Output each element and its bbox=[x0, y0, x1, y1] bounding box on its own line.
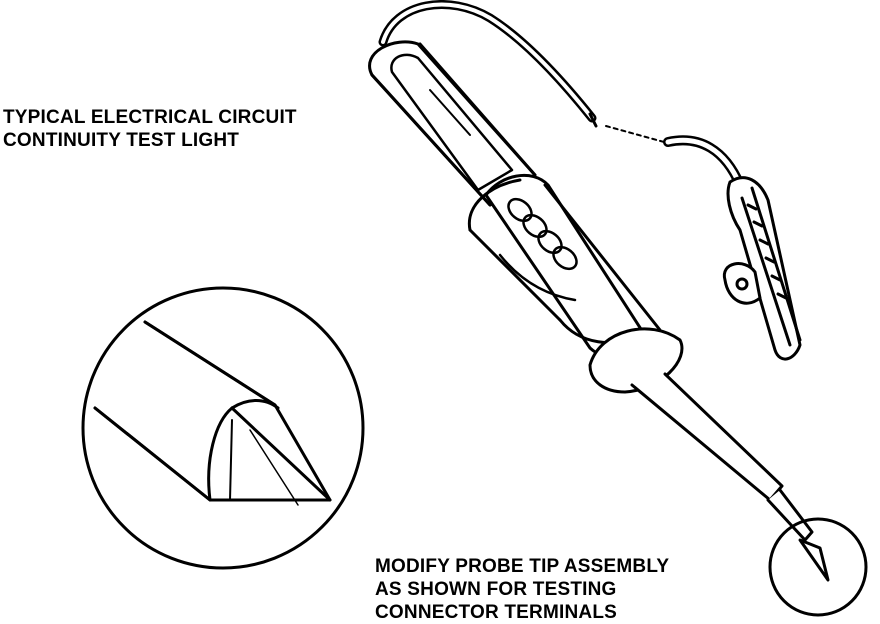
modify-tip-caption-line: AS SHOWN FOR TESTING bbox=[375, 579, 617, 600]
test-light-caption: TYPICAL ELECTRICAL CIRCUIT CONTINUITY TE… bbox=[3, 106, 297, 152]
bulb-filament bbox=[498, 197, 578, 302]
modify-tip-caption-line: CONNECTOR TERMINALS bbox=[375, 602, 618, 623]
modify-tip-caption: MODIFY PROBE TIP ASSEMBLY AS SHOWN FOR T… bbox=[375, 555, 669, 624]
alligator-clip bbox=[722, 176, 802, 361]
bulb-cone bbox=[467, 174, 662, 359]
probe-shaft bbox=[630, 372, 814, 542]
tip-detail-circle bbox=[768, 517, 868, 617]
handle-body bbox=[368, 40, 537, 207]
magnified-probe-tip bbox=[93, 320, 332, 506]
wire-break-dashes bbox=[605, 125, 665, 143]
modify-tip-caption-line: MODIFY PROBE TIP ASSEMBLY bbox=[375, 556, 670, 577]
test-light-caption-line: TYPICAL ELECTRICAL CIRCUIT bbox=[3, 107, 297, 128]
test-light-caption-line: CONTINUITY TEST LIGHT bbox=[3, 130, 240, 151]
